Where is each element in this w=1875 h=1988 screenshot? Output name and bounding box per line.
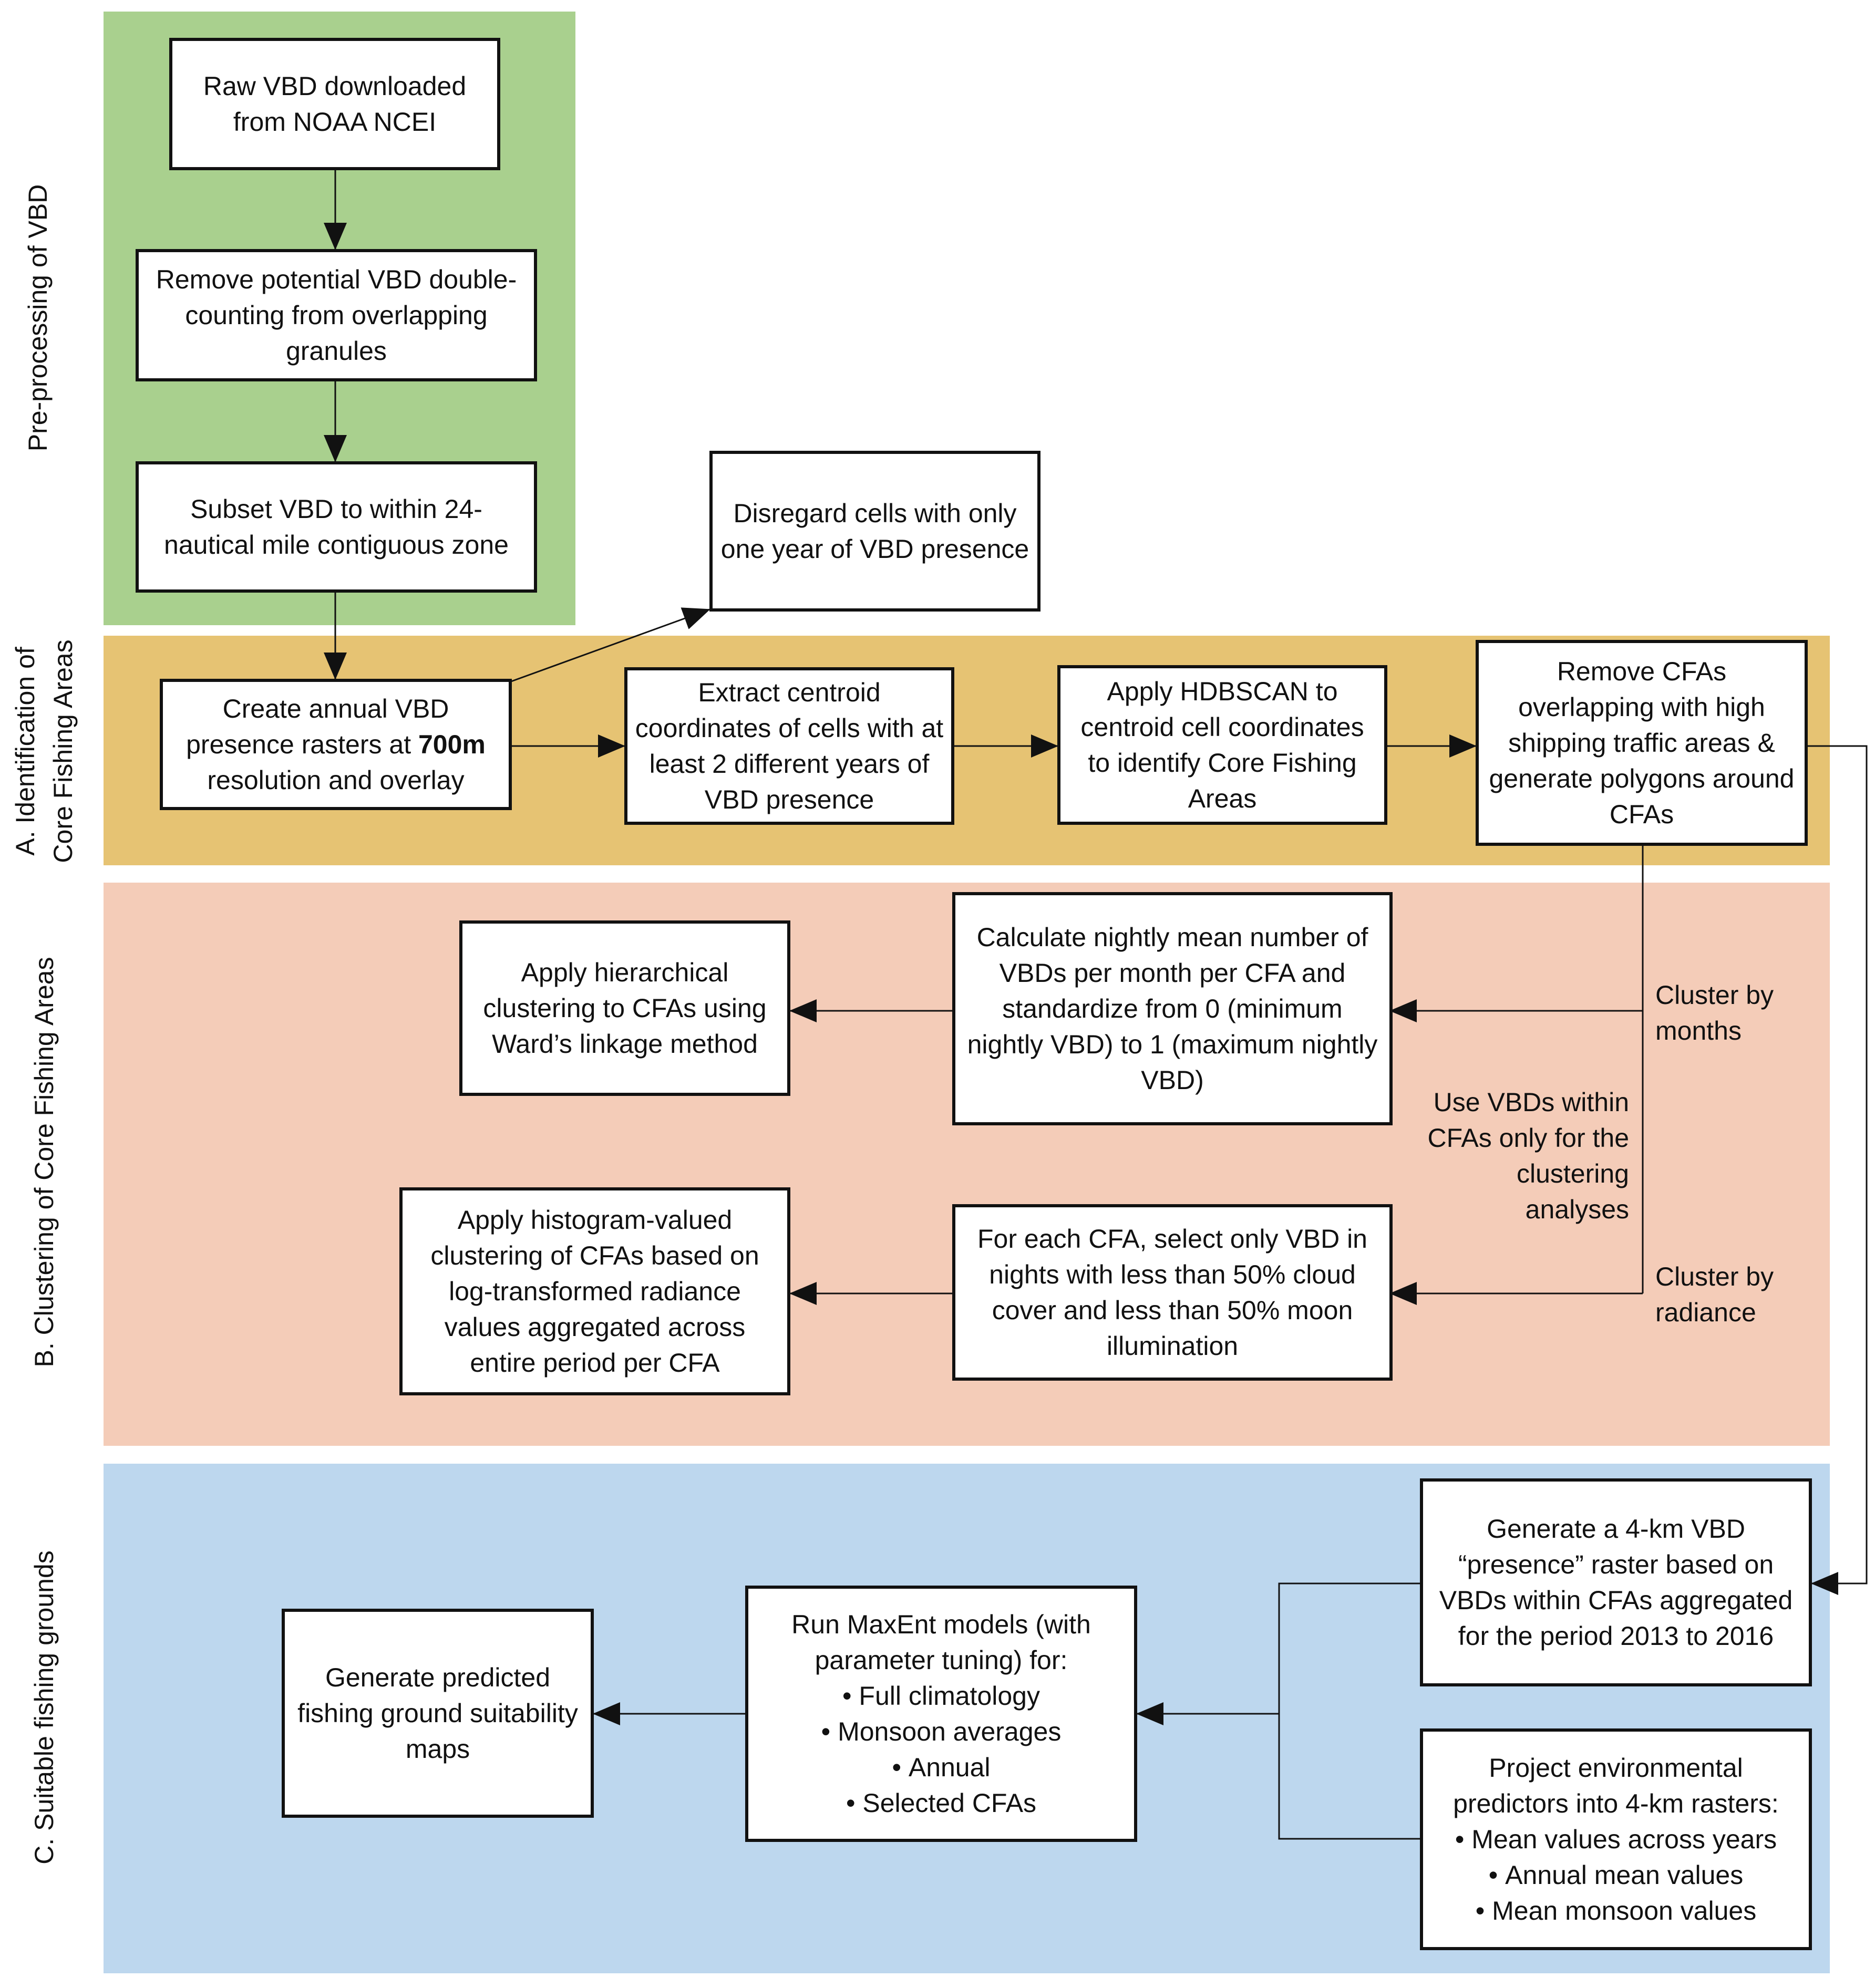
node-project-environmental-head: Project environmental predictors into 4-… <box>1453 1753 1779 1818</box>
node-create-rasters-text-a: Create annual VBD presence rasters at <box>186 694 449 759</box>
node-select-vbd-text: For each CFA, select only VBD in nights … <box>977 1224 1367 1361</box>
list-item: Annual mean values <box>1430 1857 1801 1893</box>
node-apply-histogram: Apply histogram-valued clustering of CFA… <box>399 1187 790 1395</box>
node-apply-hdbscan: Apply HDBSCAN to centroid cell coordinat… <box>1057 665 1387 825</box>
list-item: Annual <box>756 1749 1127 1785</box>
node-project-environmental: Project environmental predictors into 4-… <box>1420 1728 1812 1950</box>
node-subset-vbd: Subset VBD to within 24-nautical mile co… <box>136 461 537 593</box>
list-item: Mean monsoon values <box>1430 1893 1801 1929</box>
edge-label-cluster-months: Cluster by months <box>1655 980 1774 1045</box>
node-extract-centroid-text: Extract centroid coordinates of cells wi… <box>635 678 944 814</box>
node-apply-histogram-text: Apply histogram-valued clustering of CFA… <box>430 1205 759 1378</box>
edge-create-to-disregard <box>509 607 710 683</box>
node-create-rasters-text: Create annual VBD presence rasters at 70… <box>170 691 501 798</box>
node-extract-centroid: Extract centroid coordinates of cells wi… <box>624 667 954 825</box>
node-disregard-cells: Disregard cells with only one year of VB… <box>709 451 1040 612</box>
node-disregard-cells-text: Disregard cells with only one year of VB… <box>720 499 1029 564</box>
node-create-rasters: Create annual VBD presence rasters at 70… <box>160 679 512 810</box>
list-item: Selected CFAs <box>756 1785 1127 1821</box>
node-apply-hierarchical: Apply hierarchical clustering to CFAs us… <box>459 920 790 1096</box>
node-run-maxent-list: Full climatology Monsoon averages Annual… <box>756 1678 1127 1821</box>
node-remove-double-counting: Remove potential VBD double-counting fro… <box>136 249 537 381</box>
node-generate-raster-text: Generate a 4-km VBD “presence” raster ba… <box>1439 1514 1793 1651</box>
edge-label-cluster-radiance: Cluster by radiance <box>1655 1262 1774 1327</box>
node-project-environmental-list: Mean values across years Annual mean val… <box>1430 1821 1801 1929</box>
node-create-rasters-text-bold: 700m <box>418 730 486 759</box>
node-generate-maps-text: Generate predicted fishing ground suitab… <box>297 1663 578 1764</box>
node-calc-nightly: Calculate nightly mean number of VBDs pe… <box>952 892 1393 1125</box>
node-run-maxent-head: Run MaxEnt models (with parameter tuning… <box>791 1610 1091 1675</box>
node-remove-cfas-text: Remove CFAs overlapping with high shippi… <box>1489 657 1795 829</box>
node-raw-vbd-text: Raw VBD downloaded from NOAA NCEI <box>203 71 467 137</box>
node-run-maxent: Run MaxEnt models (with parameter tuning… <box>745 1586 1137 1842</box>
list-item: Full climatology <box>756 1678 1127 1714</box>
node-apply-hdbscan-text: Apply HDBSCAN to centroid cell coordinat… <box>1080 677 1364 813</box>
node-remove-cfas: Remove CFAs overlapping with high shippi… <box>1476 640 1808 846</box>
edge-inputs-bracket <box>1278 1582 1420 1840</box>
list-item: Monsoon averages <box>756 1714 1127 1749</box>
node-create-rasters-text-b: resolution and overlay <box>207 765 465 795</box>
node-apply-hierarchical-text: Apply hierarchical clustering to CFAs us… <box>483 958 767 1059</box>
node-select-vbd: For each CFA, select only VBD in nights … <box>952 1204 1393 1381</box>
edge-remove-cfas-to-generate-raster <box>1806 745 1868 1595</box>
node-run-maxent-content: Run MaxEnt models (with parameter tuning… <box>756 1607 1127 1821</box>
node-subset-vbd-text: Subset VBD to within 24-nautical mile co… <box>164 494 509 560</box>
node-raw-vbd: Raw VBD downloaded from NOAA NCEI <box>169 38 500 170</box>
node-generate-maps: Generate predicted fishing ground suitab… <box>282 1609 594 1818</box>
node-generate-raster: Generate a 4-km VBD “presence” raster ba… <box>1420 1478 1812 1686</box>
edge-label-use-vbds: Use VBDs within CFAs only for the cluste… <box>1427 1088 1630 1224</box>
node-calc-nightly-text: Calculate nightly mean number of VBDs pe… <box>967 923 1378 1095</box>
node-project-environmental-content: Project environmental predictors into 4-… <box>1430 1750 1801 1929</box>
list-item: Mean values across years <box>1430 1821 1801 1857</box>
node-remove-double-counting-text: Remove potential VBD double-counting fro… <box>156 265 517 366</box>
